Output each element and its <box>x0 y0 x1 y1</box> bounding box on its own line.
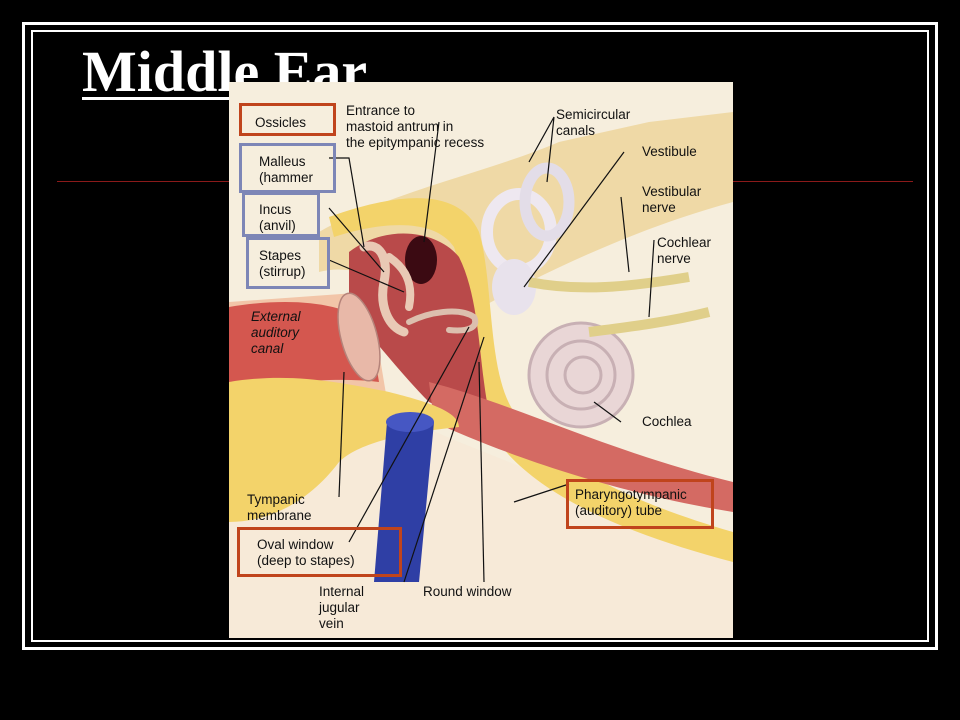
cochlear-nerve-shape <box>588 307 711 337</box>
vestibular-nerve-shape <box>528 272 690 293</box>
label-tympanic-membrane: Tympanic membrane <box>247 492 312 523</box>
malleus-shape <box>359 241 409 337</box>
jugular-vein-shape <box>374 422 434 582</box>
label-vestibule: Vestibule <box>642 144 697 159</box>
label-stapes: Stapes (stirrup) <box>259 248 306 279</box>
label-incus: Incus (anvil) <box>259 202 296 233</box>
oval-window-highlight-box <box>237 527 402 577</box>
label-oval-window: Oval window (deep to stapes) <box>257 537 355 568</box>
stapes-highlight-box <box>246 237 330 289</box>
label-round-window: Round window <box>423 584 512 599</box>
tympanic-membrane-shape <box>337 292 381 382</box>
label-internal-jugular-vein: Internal jugular vein <box>319 584 365 631</box>
label-entrance-mastoid: Entrance to mastoid antrum in the epitym… <box>346 103 485 150</box>
label-pharyngotympanic-tube: Pharyngotympanic (auditory) tube <box>575 487 687 518</box>
slide-inner-frame <box>31 30 929 642</box>
antrum-entrance-shape <box>405 236 437 284</box>
cochlea-turn-2 <box>545 339 617 411</box>
leader-lines <box>328 116 655 583</box>
label-external-auditory-canal: External auditory canal <box>251 309 301 356</box>
cochlea-shape <box>527 321 635 429</box>
label-cochlea: Cochlea <box>642 414 692 429</box>
incus-highlight-box <box>242 192 320 237</box>
malleus-highlight-box <box>239 143 336 193</box>
bone-yellow-strip <box>329 198 733 562</box>
middle-ear-diagram: Ossicles Entrance to mastoid antrum in t… <box>229 82 733 638</box>
label-ossicles: Ossicles <box>255 115 307 130</box>
semicircular-canal-2 <box>519 162 575 242</box>
cochlea-turn-3 <box>563 355 603 395</box>
incus-shape <box>385 253 415 311</box>
title-rule-left <box>57 181 229 182</box>
label-malleus: Malleus (hammer <box>259 154 314 185</box>
vestibule-shape <box>492 259 536 315</box>
label-cochlear-nerve: Cochlear nerve <box>657 235 712 266</box>
title-rule-right <box>733 181 913 182</box>
label-vestibular-nerve: Vestibular nerve <box>642 184 702 215</box>
label-semicircular-canals: Semicircular canals <box>556 107 631 138</box>
pharyngotympanic-highlight-box <box>566 479 714 529</box>
slide-outer-frame <box>22 22 938 650</box>
stapes-shape <box>406 308 479 334</box>
jugular-vein-opening <box>386 412 434 432</box>
ossicles-highlight-box <box>239 103 336 136</box>
